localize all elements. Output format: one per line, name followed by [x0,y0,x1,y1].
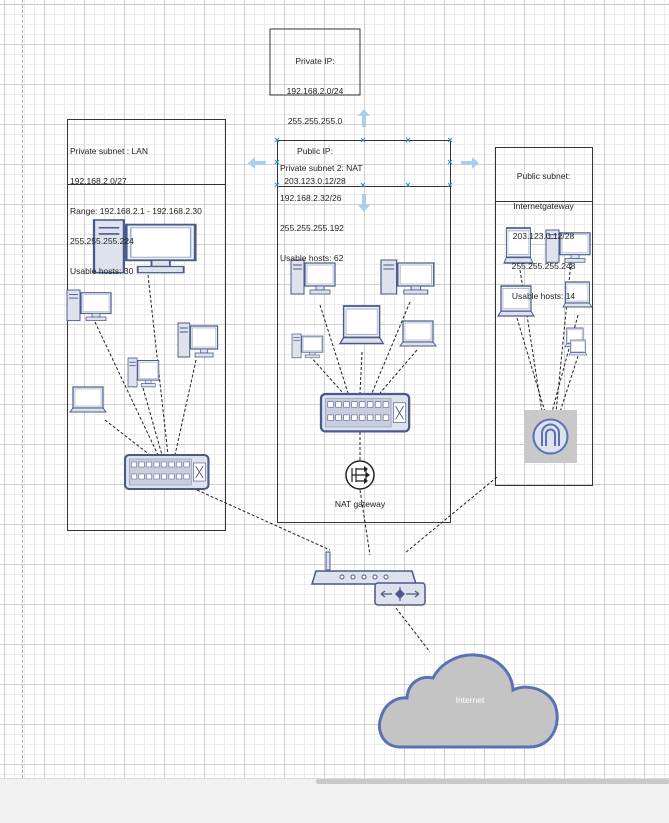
page-boundary [22,0,23,778]
network-diagram[interactable] [0,0,669,778]
nat-switch[interactable] [319,392,411,433]
internet-label: Internet [455,695,485,705]
diagram-canvas[interactable] [0,0,669,778]
nat-desktop-small[interactable] [291,333,324,359]
public-laptop-5[interactable] [568,339,588,356]
nat-laptop-right[interactable] [399,320,437,347]
lan-desktop-left[interactable] [66,289,112,322]
lan-switch[interactable] [123,453,210,491]
editor-bottom-bar [0,778,669,823]
subnet-nat-label: Private subnet 2: NAT 192.168.2.32/26 25… [280,163,363,263]
subnet-lan-container[interactable] [67,119,226,531]
horizontal-scrollbar[interactable] [316,779,669,784]
nat-laptop-center[interactable] [339,305,385,345]
page-boundary-top [0,4,669,5]
connection-lines [94,261,579,653]
lan-desktop-right[interactable] [177,322,219,358]
ip-info-text: Private IP: 192.168.2.0/24 255.255.255.0… [284,56,346,186]
subnet-public-label: Public subnet: Internetgateway 203.123.0… [511,171,576,301]
lan-desktop-small[interactable] [127,357,160,388]
subnet-lan-label: Private subnet : LAN 192.168.2.0/27 Rang… [70,146,202,276]
internet-gateway-icon[interactable] [524,410,577,463]
lan-laptop[interactable] [69,386,107,413]
selection-handles[interactable] [274,137,453,188]
nat-gateway-icon[interactable] [345,460,375,490]
nat-desktop-right[interactable] [380,259,435,295]
ip-info-box[interactable] [269,28,361,96]
cloud-icon[interactable] [377,653,559,749]
subnet-public-container[interactable] [495,147,593,486]
nat-gateway-label: NAT gateway [334,499,386,509]
router-icon[interactable] [310,551,426,606]
